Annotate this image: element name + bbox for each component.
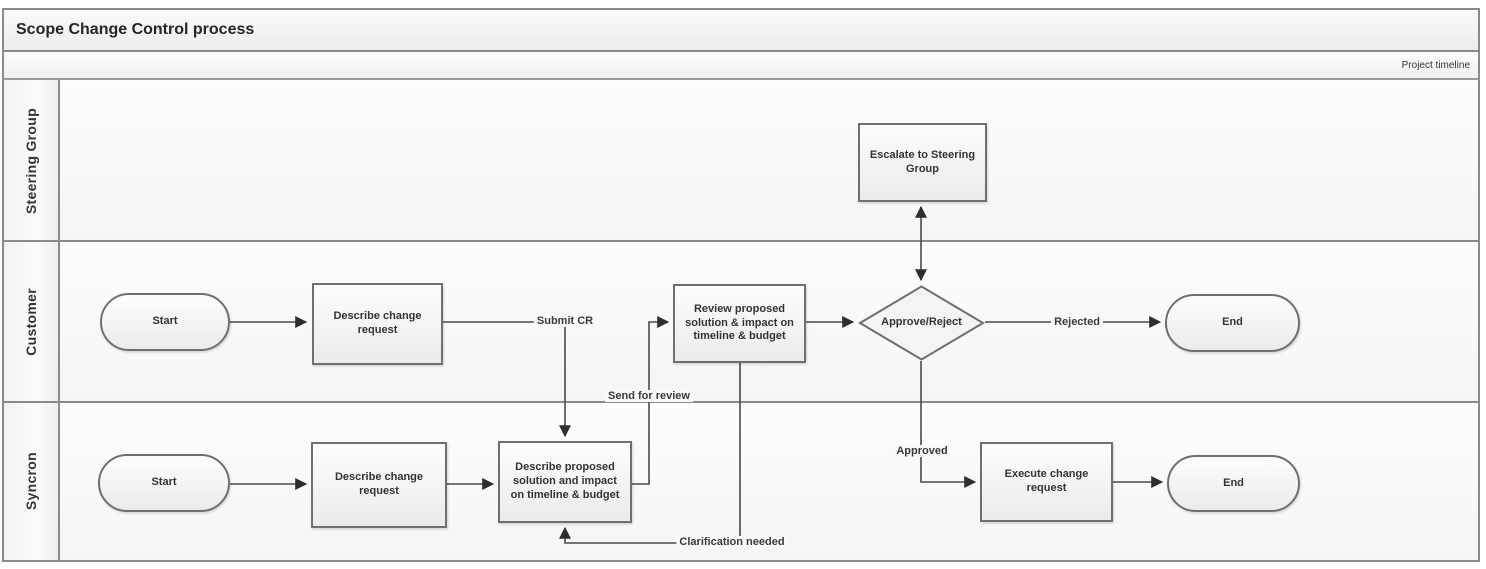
node-label: Approve/Reject	[881, 316, 962, 329]
lane-label-syncron: Syncron	[4, 403, 60, 560]
edge-label-send-for-review: Send for review	[605, 390, 693, 402]
node-escalate-to-steering-group: Escalate to Steering Group	[858, 123, 987, 202]
edge-label-rejected: Rejected	[1051, 316, 1103, 328]
node-review-proposed-solution: Review proposed solution & impact on tim…	[673, 284, 806, 363]
node-customer-end: End	[1165, 294, 1300, 352]
diagram-title-bar: Scope Change Control process	[2, 8, 1480, 52]
node-label: Start	[151, 476, 177, 489]
node-label: Describe change request	[334, 471, 424, 497]
lane-label-steering-group: Steering Group	[4, 80, 60, 242]
node-label: Execute change request	[1004, 468, 1089, 494]
lane-label-text: Customer	[23, 287, 39, 356]
lane-label-text: Steering Group	[23, 107, 39, 215]
edge-label-approved: Approved	[893, 445, 951, 457]
lane-label-text: Syncron	[23, 452, 39, 511]
node-label: Review proposed solution & impact on tim…	[685, 302, 794, 343]
node-label: Describe change request	[333, 310, 422, 336]
lane-steering-group: Steering Group	[2, 80, 1480, 242]
node-label: Escalate to Steering Group	[869, 148, 976, 175]
node-label: End	[1222, 316, 1243, 329]
lane-syncron: Syncron	[2, 401, 1480, 562]
edge-label-submit-cr: Submit CR	[533, 315, 597, 327]
diagram-title: Scope Change Control process	[16, 21, 255, 38]
decision-diamond-shape	[858, 285, 985, 361]
node-label: Describe proposed solution and impact on…	[510, 461, 620, 501]
edge-label-clarification-needed: Clarification needed	[676, 536, 788, 548]
timeline-bar: Project timeline	[2, 52, 1480, 80]
node-customer-describe-change-request: Describe change request	[312, 283, 443, 365]
node-describe-proposed-solution: Describe proposed solution and impact on…	[498, 441, 632, 523]
node-label: Start	[152, 315, 178, 328]
node-label: End	[1223, 476, 1244, 489]
node-customer-start: Start	[100, 293, 230, 351]
timeline-label: Project timeline	[1401, 59, 1470, 71]
node-syncron-end: End	[1167, 455, 1300, 512]
lane-label-customer: Customer	[4, 242, 60, 401]
node-execute-change-request: Execute change request	[980, 442, 1113, 522]
node-approve-reject-decision: Approve/Reject	[858, 285, 985, 361]
node-syncron-start: Start	[98, 454, 230, 512]
node-syncron-describe-change-request: Describe change request	[311, 442, 447, 528]
